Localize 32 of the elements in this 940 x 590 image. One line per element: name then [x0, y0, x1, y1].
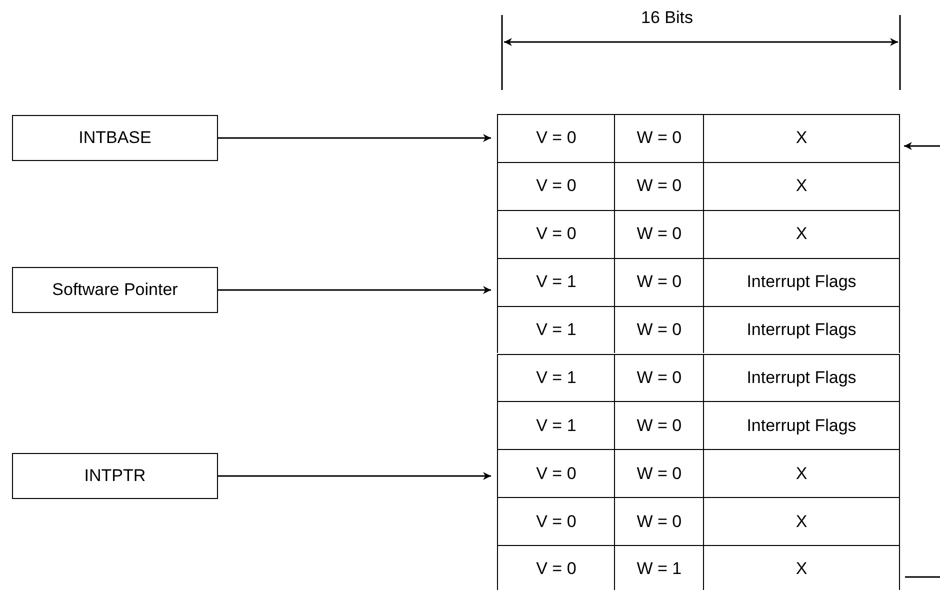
- memory-row: [497, 258, 900, 306]
- arrow: [904, 142, 940, 150]
- table-cell-text: V = 1: [535, 366, 578, 389]
- pointer-box: INTBASE: [12, 115, 218, 161]
- memory-row: [497, 114, 900, 162]
- table-cell: W = 1: [614, 546, 703, 590]
- memory-row: [497, 354, 900, 402]
- table-cell: X: [702, 546, 899, 590]
- table-cell-text: V = 0: [535, 175, 578, 198]
- memory-row: [497, 401, 900, 450]
- memory-row: [497, 306, 900, 354]
- table-cell-text: V = 0: [535, 462, 578, 485]
- table-cell-text: V = 0: [535, 558, 578, 580]
- memory-row: [497, 545, 900, 590]
- table-cell-text: V = 1: [535, 271, 578, 294]
- arrow: [218, 286, 491, 294]
- table-cell-text: V = 0: [535, 223, 578, 246]
- memory-row: [497, 497, 900, 546]
- table-cell: Interrupt Flags: [702, 306, 899, 354]
- arrow: [218, 134, 491, 142]
- dimension-label: 16 Bits: [641, 8, 693, 28]
- table-cell-text: V = 0: [535, 510, 578, 533]
- pointer-box: Software Pointer: [12, 267, 218, 313]
- arrow: [218, 472, 491, 480]
- memory-row: [497, 210, 900, 258]
- table-cell-text: V = 0: [535, 127, 578, 150]
- table-cell-text: V = 1: [535, 319, 578, 342]
- memory-row: [497, 449, 900, 498]
- table-cell: W = 0: [614, 306, 703, 354]
- memory-row: [497, 162, 900, 210]
- table-cell-text: V = 1: [535, 414, 578, 437]
- pointer-box: INTPTR: [12, 453, 218, 499]
